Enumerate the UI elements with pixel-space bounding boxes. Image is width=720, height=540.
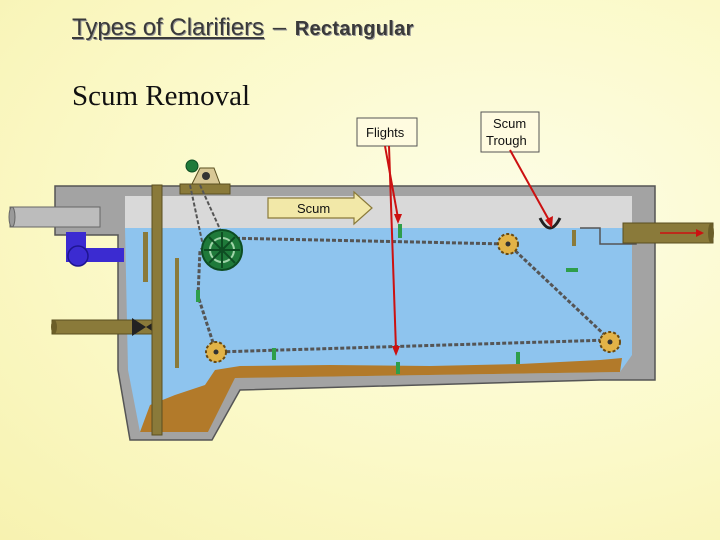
- idler-sprocket-top-right: [497, 233, 519, 255]
- title-dash: –: [272, 14, 287, 41]
- scum-arrow: Scum: [267, 190, 373, 226]
- scum-trough-label-line1: Scum: [493, 116, 526, 131]
- water-body: [125, 228, 632, 432]
- scum-trough: [538, 217, 576, 246]
- scum-trough-label-line2: Trough: [486, 133, 527, 148]
- inner-column: [175, 258, 179, 368]
- idler-sprocket-bottom-left: [205, 341, 227, 363]
- scum-label: Scum: [297, 201, 330, 216]
- pointer-arrows: [384, 145, 553, 356]
- inlet-pipe-purple: [66, 232, 124, 267]
- vertical-column: [151, 184, 163, 436]
- title-rest: Rectangular: [294, 18, 414, 40]
- title-main: Types of Clarifiers: [72, 14, 265, 41]
- flight-paddles: [196, 224, 578, 374]
- idler-sprocket-bottom-right: [599, 331, 621, 353]
- baffle-rod: [143, 232, 148, 282]
- drive-sprocket: [201, 229, 243, 271]
- flights-callout: Flights: [356, 117, 418, 147]
- scum-trough-callout: Scum Trough: [480, 111, 540, 153]
- sludge-layer: [140, 358, 622, 432]
- drive-unit: [179, 159, 231, 195]
- slide-title: Types of Clarifiers – Rectangular: [72, 14, 414, 42]
- effluent-outlet-pipe: [580, 222, 714, 245]
- inlet-pipe-top: [8, 206, 101, 228]
- flights-label: Flights: [366, 125, 405, 140]
- sludge-outlet-pipe: [51, 318, 160, 336]
- slide-subtitle: Scum Removal: [72, 80, 251, 112]
